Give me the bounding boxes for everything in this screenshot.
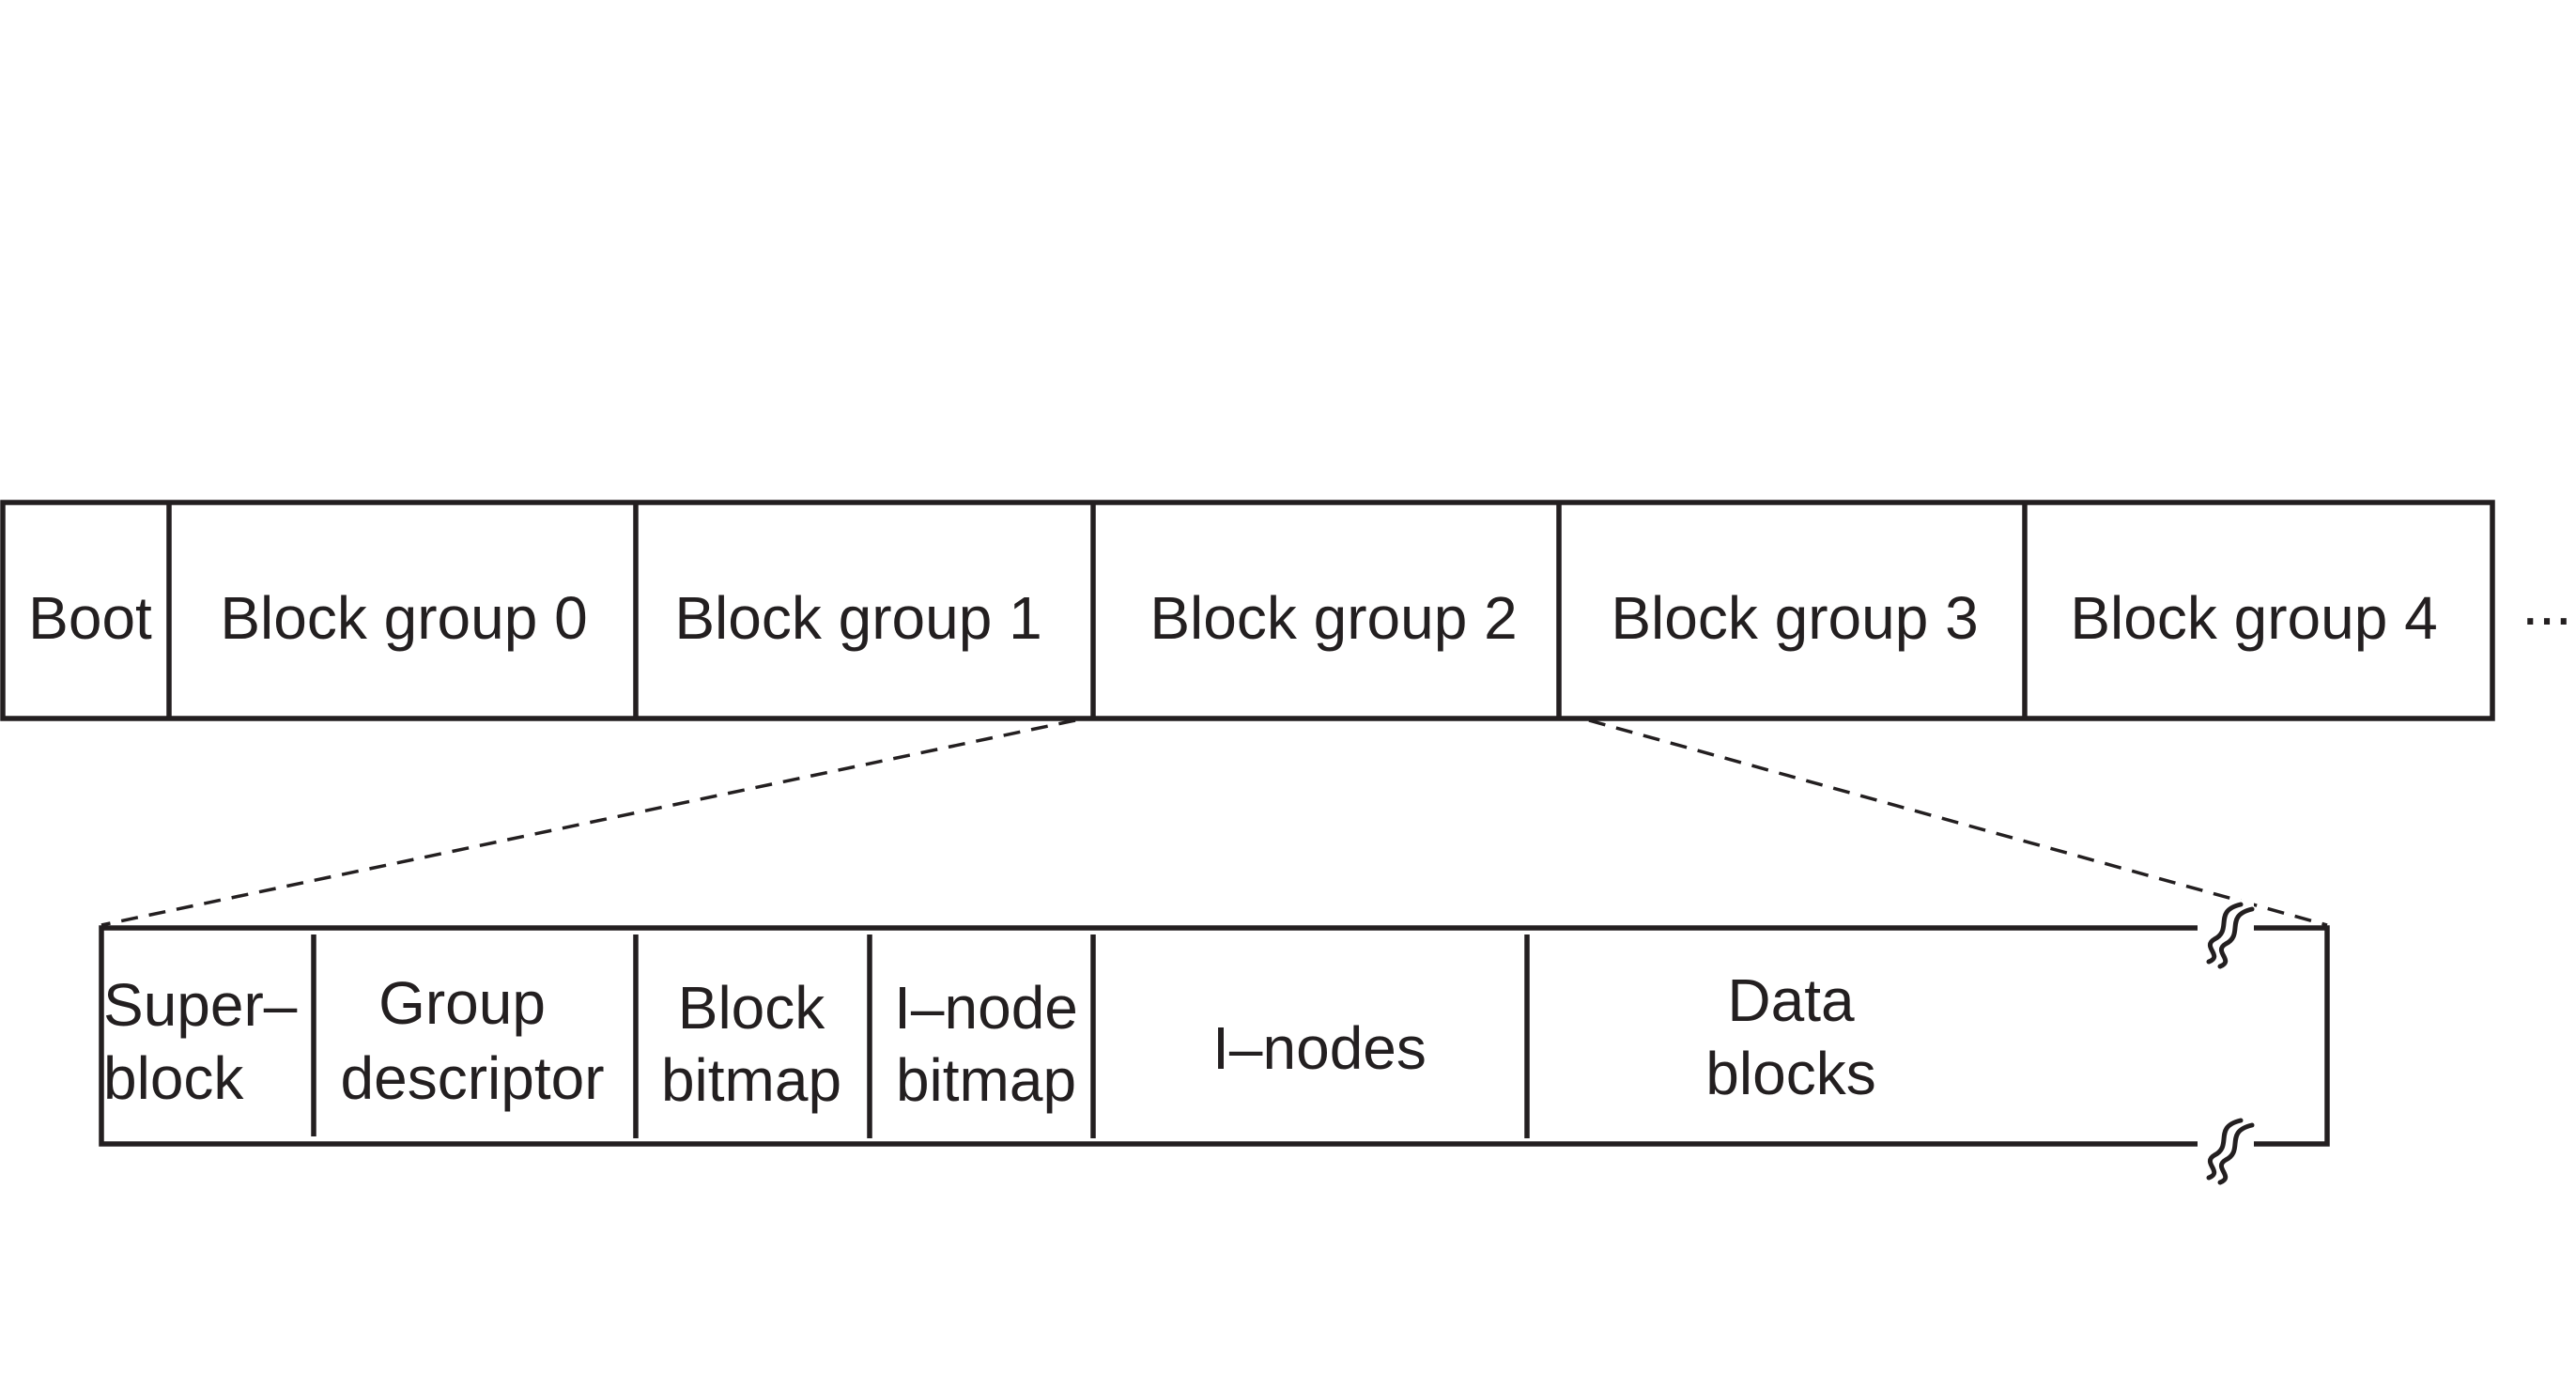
disk-partition-row: Boot Block group 0 Block group 1 Block g… <box>0 500 2572 721</box>
block-group-4-label: Block group 4 <box>2070 584 2437 652</box>
expansion-lines <box>100 718 2328 927</box>
group-descriptor-label-line2: descriptor <box>341 1044 605 1112</box>
block-group-1-label: Block group 1 <box>674 584 1041 652</box>
block-group-outline <box>99 925 2330 1147</box>
superblock-label-line2: block <box>103 1044 244 1112</box>
break-mark-top-icon <box>2198 900 2255 969</box>
block-bitmap-label-line1: Block <box>678 974 826 1042</box>
data-blocks-label-line2: blocks <box>1705 1040 1875 1107</box>
inode-bitmap-label-line2: bitmap <box>896 1046 1076 1114</box>
data-blocks-label-line1: Data <box>1727 966 1855 1034</box>
block-group-3-label: Block group 3 <box>1611 584 1978 652</box>
inode-bitmap-label-line1: I–node <box>894 974 1078 1042</box>
disk-outline <box>0 500 2495 721</box>
more-groups-ellipsis: ... <box>2522 570 2571 638</box>
group-descriptor-label-line1: Group <box>378 969 546 1037</box>
break-mark-bottom-icon <box>2198 1116 2255 1185</box>
block-group-0-label: Block group 0 <box>220 584 587 652</box>
superblock-label-line1: Super– <box>103 971 298 1039</box>
expansion-line-left <box>100 718 1076 927</box>
block-bitmap-label-line2: bitmap <box>661 1046 841 1114</box>
block-group-2-label: Block group 2 <box>1149 584 1517 652</box>
expansion-line-right <box>1588 718 2328 927</box>
inodes-label: I–nodes <box>1212 1014 1427 1082</box>
block-group-detail-row: Super– block Group descriptor Block bitm… <box>99 900 2330 1185</box>
boot-label: Boot <box>28 584 152 652</box>
